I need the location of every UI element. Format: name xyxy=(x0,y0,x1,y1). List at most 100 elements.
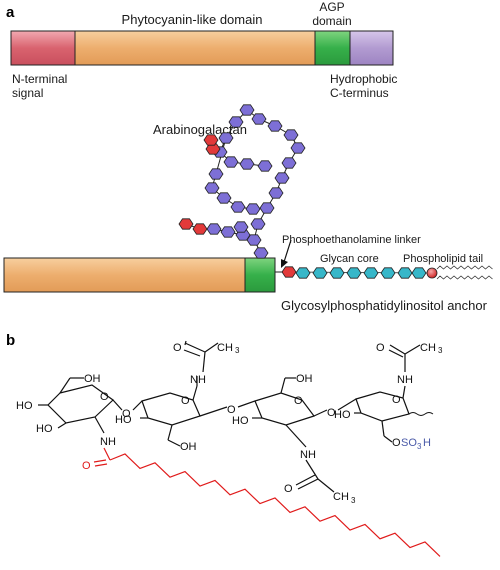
ring4-ho: HO xyxy=(334,409,351,421)
glyco-o-1: O xyxy=(122,408,131,420)
galactose-sugar-icon xyxy=(228,116,244,128)
glycan-core-sugar-icon xyxy=(346,267,362,279)
acyl-carbonyl-o: O xyxy=(82,460,91,472)
galactose-sugar-icon xyxy=(250,218,266,230)
agp-label-line1: AGP xyxy=(319,0,344,14)
glyco-o-2: O xyxy=(227,404,236,416)
ring1-nh: NH xyxy=(100,436,116,448)
glycan-core-sugar-icon xyxy=(397,267,413,279)
linker-arrow xyxy=(283,239,292,263)
arabinose-sugar-icon xyxy=(205,143,221,155)
galactose-sugar-icon xyxy=(267,120,283,132)
ring3-ch3: CH xyxy=(333,491,349,503)
lipid-lower xyxy=(436,275,493,280)
agp-domain xyxy=(314,30,351,66)
ring2-ch3-subscript: 3 xyxy=(235,346,240,355)
acyl-zigzag xyxy=(109,453,441,557)
ring3-oh-top: OH xyxy=(296,373,313,385)
arabinogalactan-glycan xyxy=(178,104,306,259)
ring4-ch3: CH xyxy=(420,342,436,354)
agp-label-line2: domain xyxy=(312,14,351,28)
ring3-nh: NH xyxy=(300,449,316,461)
glycan-core-sugar-icon xyxy=(380,267,396,279)
phytocyanin-label: Phytocyanin-like domain xyxy=(122,12,263,27)
ring1-oh-top: OH xyxy=(84,373,101,385)
galactose-sugar-icon xyxy=(239,158,255,170)
galactose-sugar-icon xyxy=(290,142,306,154)
arabinose-sugar-icon xyxy=(178,218,194,230)
signal-domain xyxy=(10,30,76,66)
hydro-label-line2: C-terminus xyxy=(330,86,389,100)
galactose-sugar-icon xyxy=(274,172,290,184)
glycan-core-sugar-icon xyxy=(295,267,311,279)
sulfate-h: H xyxy=(423,437,431,449)
hydrophobic-domain xyxy=(349,30,394,66)
nterm-label-line1: N-terminal xyxy=(12,72,67,86)
ring2-ch3: CH xyxy=(217,342,233,354)
galactose-sugar-icon xyxy=(218,132,234,144)
galactose-sugar-icon xyxy=(230,201,246,213)
galactose-sugar-icon xyxy=(216,192,232,204)
galactose-sugar-icon xyxy=(223,156,239,168)
galactose-sugar-icon xyxy=(257,160,273,172)
hydro-label-line1: Hydrophobic xyxy=(330,72,397,86)
galactose-sugar-icon xyxy=(253,247,269,259)
glycan-core-label: Glycan core xyxy=(320,253,379,265)
ring2-ho: HO xyxy=(115,414,132,426)
atom-labels: OH HO HO O NH O HO O NH O CH OH O OH HO … xyxy=(16,342,436,503)
galactose-sugar-icon xyxy=(220,226,236,238)
ring4-ch3-subscript: 3 xyxy=(438,346,443,355)
inositol-icon xyxy=(426,267,438,279)
arabinose-sugar-icon xyxy=(203,134,219,146)
galactose-sugar-icon xyxy=(206,223,222,235)
glycan-core-sugar-icon xyxy=(329,267,345,279)
galactose-sugar-icon xyxy=(283,129,299,141)
ring3-carbonyl-o: O xyxy=(284,483,293,495)
panel-b-label: b xyxy=(6,332,15,349)
ring3-ring-o: O xyxy=(294,395,303,407)
sulfate-subscript: 3 xyxy=(417,442,422,451)
sulfate-group: SO 3 H xyxy=(401,437,431,451)
ring1-ho-left: HO xyxy=(16,400,33,412)
galactose-sugar-icon xyxy=(233,221,249,233)
ring2-ring-o: O xyxy=(181,395,190,407)
galactose-sugar-icon xyxy=(204,182,220,194)
gpi-anchor-label: Glycosylphosphatidylinositol anchor xyxy=(281,298,488,313)
glycan-core-sugar-icon xyxy=(411,267,427,279)
panel-a-label: a xyxy=(6,4,15,21)
ring4-sulfate-o: O xyxy=(392,437,401,449)
ring4-carbonyl-o: O xyxy=(376,342,385,354)
glyco-o-3: O xyxy=(327,407,336,419)
galactose-sugar-icon xyxy=(245,203,261,215)
galactose-sugar-icon xyxy=(251,113,267,125)
arabinose-sugar-icon xyxy=(192,223,208,235)
galactose-sugar-icon xyxy=(208,168,224,180)
ring2-carbonyl-o: O xyxy=(173,342,182,354)
phospholipid-tail-icon xyxy=(436,265,493,280)
galactose-sugar-icon xyxy=(268,187,284,199)
ring3-ch3-subscript: 3 xyxy=(351,496,356,505)
linker-label: Phosphoethanolamine linker xyxy=(282,234,421,246)
galactose-sugar-icon xyxy=(281,157,297,169)
ring4-ring-o: O xyxy=(392,394,401,406)
phytocyanin-domain xyxy=(74,30,316,66)
lipid-upper xyxy=(436,265,493,270)
ring3-ho: HO xyxy=(232,415,249,427)
glycan-core-sugar-icon xyxy=(312,267,328,279)
linker-arrow-head xyxy=(281,259,288,268)
ring1-ring-o: O xyxy=(100,391,109,403)
nterm-label-line2: signal xyxy=(12,86,43,100)
chemical-structure xyxy=(38,340,434,493)
ring2-nh: NH xyxy=(190,374,206,386)
galactose-sugar-icon xyxy=(239,104,255,116)
sulfate-so: SO xyxy=(401,437,417,449)
ring1-ho-bottom: HO xyxy=(36,423,53,435)
mature-agp-bar xyxy=(244,257,276,293)
ring2-ch2oh: OH xyxy=(180,441,197,453)
gpi-anchor xyxy=(275,239,493,280)
ring4-nh: NH xyxy=(397,374,413,386)
domain-bar xyxy=(10,30,394,66)
galactose-sugar-icon xyxy=(259,202,275,214)
fatty-acyl-chain: O xyxy=(82,447,441,557)
